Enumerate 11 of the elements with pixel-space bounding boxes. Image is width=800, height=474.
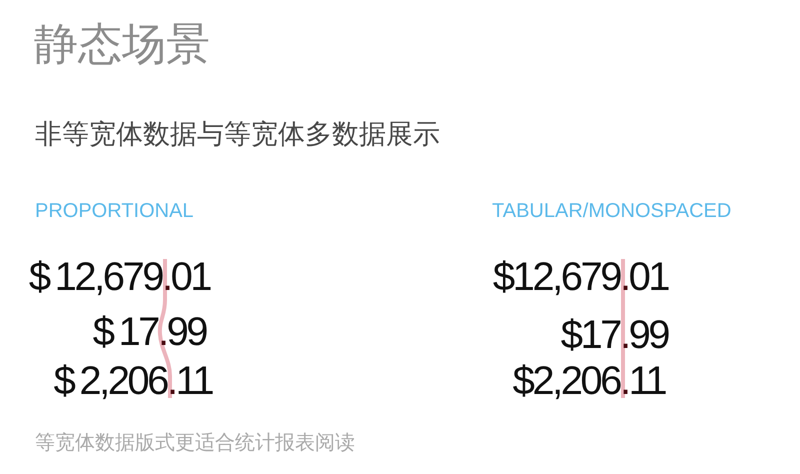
amount-text: $12,679.01 [492,257,668,297]
column-heading: TABULAR/MONOSPACED [492,199,732,223]
caption-text: 等宽体数据版式更适合统计报表阅读 [35,431,355,455]
amount-text: $2,206.11 [54,361,212,401]
subheading: 非等宽体数据与等宽体多数据展示 [35,118,440,150]
amount-text: $17.99 [560,315,668,355]
amount-text: $17.99 [92,312,206,352]
column-heading: PROPORTIONAL [35,199,194,223]
heading: 静态场景 [34,19,210,71]
amount-text: $12,679.01 [28,257,210,297]
amount-text: $2,206.11 [512,361,666,401]
